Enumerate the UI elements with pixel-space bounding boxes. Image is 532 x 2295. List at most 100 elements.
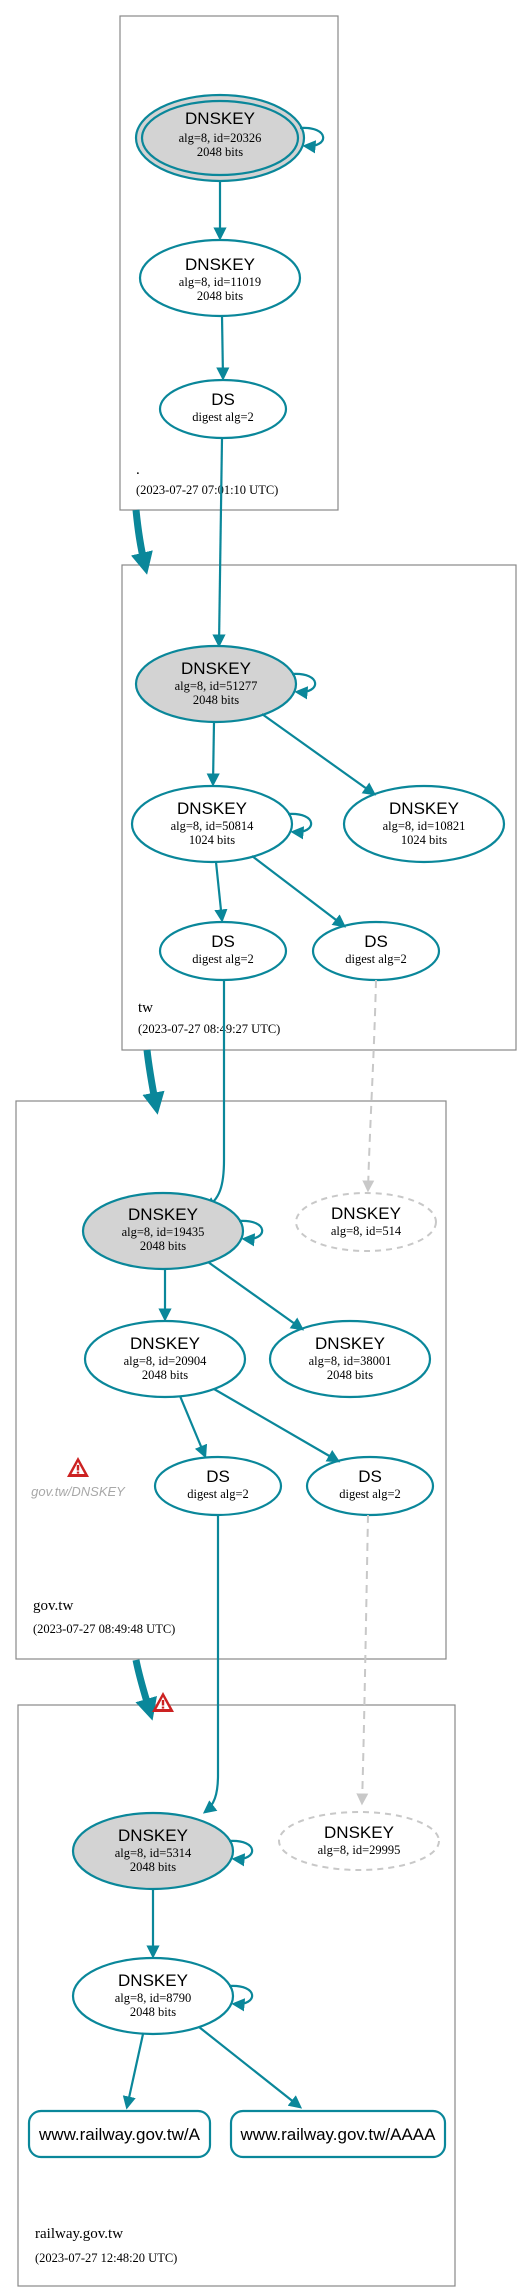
node-tw-ksk[interactable]: DNSKEY alg=8, id=51277 2048 bits <box>134 644 298 724</box>
zone-date: (2023-07-27 07:01:10 UTC) <box>136 483 278 497</box>
node-key-size: 2048 bits <box>140 1239 186 1253</box>
self-sign-rail-ksk <box>228 1839 254 1867</box>
delegation-root-to-tw <box>130 509 153 575</box>
node-title: DS <box>358 1467 382 1486</box>
node-digest: digest alg=2 <box>187 1487 249 1501</box>
record-railway-aaaa[interactable]: www.railway.gov.tw/AAAA <box>229 2109 447 2159</box>
error-gov-dnskey[interactable]: gov.tw/DNSKEY <box>31 1457 126 1499</box>
node-key-info: alg=8, id=11019 <box>179 275 261 289</box>
node-root-ksk[interactable]: DNSKEY alg=8, id=20326 2048 bits <box>134 93 306 183</box>
edge-root-zsk-ds <box>216 315 230 381</box>
edge-gov-ksk-zsk2 <box>207 1261 305 1331</box>
node-title: DNSKEY <box>130 1334 200 1353</box>
warning-triangle-icon <box>67 1457 89 1477</box>
node-gov-zsk2[interactable]: DNSKEY alg=8, id=38001 2048 bits <box>268 1319 432 1399</box>
node-key-size: 2048 bits <box>197 289 243 303</box>
node-key-info: alg=8, id=50814 <box>171 819 255 833</box>
node-key-size: 2048 bits <box>197 145 243 159</box>
node-key-info: alg=8, id=5314 <box>115 1846 192 1860</box>
self-sign-root-ksk <box>299 126 325 154</box>
node-key-size: 2048 bits <box>142 1368 188 1382</box>
self-sign-tw-zsk1 <box>287 812 313 840</box>
node-rail-zsk[interactable]: DNSKEY alg=8, id=8790 2048 bits <box>71 1956 235 2036</box>
node-tw-zsk1[interactable]: DNSKEY alg=8, id=50814 1024 bits <box>130 784 294 864</box>
edge-gov-ds2-rail-missing <box>356 1514 369 1806</box>
node-key-info: alg=8, id=29995 <box>318 1843 401 1857</box>
zone-date: (2023-07-27 08:49:27 UTC) <box>138 1022 280 1036</box>
node-rail-missing-dnskey[interactable]: DNSKEY alg=8, id=29995 <box>278 1811 440 1871</box>
node-root-ds[interactable]: DS digest alg=2 <box>158 378 288 440</box>
node-title: DS <box>211 390 235 409</box>
zone-date: (2023-07-27 08:49:48 UTC) <box>33 1622 175 1636</box>
edge-tw-ds2-gov-missing <box>362 979 377 1193</box>
edge-tw-ksk-zsk1 <box>206 721 220 787</box>
zone-name: railway.gov.tw <box>35 2226 123 2242</box>
node-title: DNSKEY <box>324 1823 394 1842</box>
node-title: DNSKEY <box>185 255 255 274</box>
error-label: gov.tw/DNSKEY <box>31 1484 126 1499</box>
node-digest: digest alg=2 <box>345 952 407 966</box>
node-gov-missing-dnskey[interactable]: DNSKEY alg=8, id=514 <box>295 1192 437 1252</box>
node-key-info: alg=8, id=38001 <box>309 1354 392 1368</box>
warning-triangle-icon <box>152 1692 174 1712</box>
node-title: DNSKEY <box>389 799 459 818</box>
zone-gov-tw <box>15 1100 447 1660</box>
node-title: DS <box>211 932 235 951</box>
zone-name: . <box>136 462 140 478</box>
node-title: DNSKEY <box>185 109 255 128</box>
node-tw-ds1[interactable]: DS digest alg=2 <box>158 920 288 982</box>
edge-root-ds-tw-ksk <box>212 437 226 648</box>
self-sign-tw-ksk <box>291 672 317 700</box>
node-gov-ds1[interactable]: DS digest alg=2 <box>153 1455 283 1517</box>
node-gov-ds2[interactable]: DS digest alg=2 <box>305 1455 435 1517</box>
zone-tw <box>121 564 517 1051</box>
node-gov-zsk1[interactable]: DNSKEY alg=8, id=20904 2048 bits <box>83 1319 247 1399</box>
edge-tw-zsk1-ds2 <box>251 855 347 928</box>
node-key-size: 2048 bits <box>130 1860 176 1874</box>
node-key-info: alg=8, id=20326 <box>179 131 262 145</box>
edge-tw-zsk1-ds1 <box>214 861 228 923</box>
node-key-size: 2048 bits <box>193 693 239 707</box>
node-root-zsk[interactable]: DNSKEY alg=8, id=11019 2048 bits <box>138 238 302 318</box>
node-title: DNSKEY <box>177 799 247 818</box>
delegation-tw-to-gov <box>142 1049 165 1115</box>
delegation-gov-to-railway <box>132 1659 157 1721</box>
edge-gov-zsk1-ds1 <box>178 1395 208 1459</box>
node-title: DS <box>364 932 388 951</box>
node-key-info: alg=8, id=19435 <box>122 1225 205 1239</box>
node-title: DNSKEY <box>128 1205 198 1224</box>
node-gov-ksk[interactable]: DNSKEY alg=8, id=19435 2048 bits <box>81 1191 245 1271</box>
record-railway-a[interactable]: www.railway.gov.tw/A <box>27 2109 212 2159</box>
node-title: DNSKEY <box>331 1204 401 1223</box>
node-digest: digest alg=2 <box>339 1487 401 1501</box>
node-key-info: alg=8, id=10821 <box>383 819 466 833</box>
edge-rail-zsk-aaaa <box>198 2026 303 2109</box>
zone-name: tw <box>138 1000 153 1016</box>
self-sign-rail-zsk <box>228 1984 254 2012</box>
node-digest: digest alg=2 <box>192 952 254 966</box>
node-title: DNSKEY <box>118 1971 188 1990</box>
node-title: DNSKEY <box>315 1334 385 1353</box>
node-key-info: alg=8, id=20904 <box>124 1354 208 1368</box>
edge-gov-zsk1-ds2 <box>213 1388 341 1463</box>
node-tw-ds2[interactable]: DS digest alg=2 <box>311 920 441 982</box>
edge-tw-ksk-zsk2 <box>261 713 377 796</box>
node-key-size: 2048 bits <box>327 1368 373 1382</box>
node-digest: digest alg=2 <box>192 410 254 424</box>
node-key-size: 1024 bits <box>401 833 447 847</box>
zone-date: (2023-07-27 12:48:20 UTC) <box>35 2251 177 2265</box>
node-key-info: alg=8, id=8790 <box>115 1991 192 2005</box>
edge-rail-zsk-a <box>122 2033 145 2110</box>
node-key-size: 2048 bits <box>130 2005 176 2019</box>
zone-name: gov.tw <box>33 1598 73 1614</box>
node-title: DNSKEY <box>118 1826 188 1845</box>
node-title: DNSKEY <box>181 659 251 678</box>
zone-railway <box>17 1704 456 2287</box>
node-key-size: 1024 bits <box>189 833 235 847</box>
zone-root <box>119 15 339 511</box>
node-key-info: alg=8, id=514 <box>331 1224 402 1238</box>
node-tw-zsk2[interactable]: DNSKEY alg=8, id=10821 1024 bits <box>342 784 506 864</box>
node-rail-ksk[interactable]: DNSKEY alg=8, id=5314 2048 bits <box>71 1811 235 1891</box>
record-label: www.railway.gov.tw/AAAA <box>240 2125 437 2144</box>
